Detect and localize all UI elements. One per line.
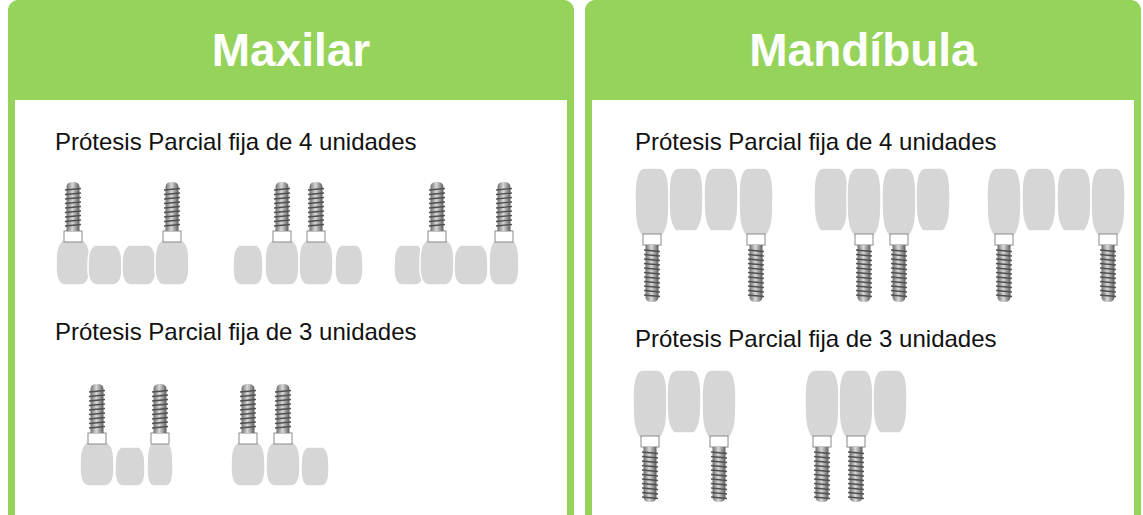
bridge-illustration (805, 370, 907, 502)
pontic-crown (667, 370, 701, 433)
implant-crown (266, 384, 300, 486)
bridge-illustration (80, 384, 173, 486)
pontic-crown (454, 245, 488, 285)
implant-crown (987, 168, 1021, 302)
panel: Mandíbula (585, 0, 1141, 515)
pontic-crown (335, 245, 363, 285)
section-label: Prótesis Parcial fija de 4 unidades (55, 128, 417, 156)
pontic-crown (301, 447, 329, 486)
implant-crown (739, 168, 773, 302)
implant-crown (147, 384, 173, 486)
pontic-crown (873, 370, 907, 433)
bridge-illustration (633, 370, 736, 502)
pontic-crown (814, 168, 848, 231)
panel-title: Maxilar (212, 23, 371, 77)
bridge-illustration (56, 182, 189, 285)
pontic-crown (669, 168, 703, 231)
pontic-crown (704, 168, 738, 231)
pontic-crown (916, 168, 950, 231)
bridge-illustration (814, 168, 950, 302)
panel: Maxilar (8, 0, 574, 515)
implant-crown (847, 168, 881, 302)
pontic-crown (1022, 168, 1056, 231)
bridge-illustration (394, 182, 519, 285)
panel-header: Mandíbula (585, 0, 1141, 100)
implant-crown (635, 168, 669, 302)
bridge-illustration (987, 168, 1125, 302)
pontic-crown (233, 245, 263, 285)
pontic-crown (115, 447, 145, 486)
section-label: Prótesis Parcial fija de 4 unidades (635, 128, 997, 156)
implant-crown (839, 370, 873, 502)
implant-crown (420, 182, 454, 285)
implant-crown (56, 182, 90, 285)
pontic-crown (88, 245, 122, 285)
panel-header: Maxilar (8, 0, 574, 100)
implant-crown (633, 370, 667, 502)
implant-crown (702, 370, 736, 502)
section-label: Prótesis Parcial fija de 3 unidades (55, 318, 417, 346)
implant-crown (805, 370, 839, 502)
implant-crown (299, 182, 333, 285)
section-label: Prótesis Parcial fija de 3 unidades (635, 325, 997, 353)
bridge-illustration (635, 168, 773, 302)
implant-crown (489, 182, 519, 285)
implant-crown (1091, 168, 1125, 302)
implant-crown (265, 182, 299, 285)
panel-title: Mandíbula (749, 23, 976, 77)
implant-crown (155, 182, 189, 285)
pontic-crown (1057, 168, 1091, 231)
implant-crown (231, 384, 265, 486)
bridge-illustration (231, 384, 329, 486)
implant-crown (882, 168, 916, 302)
bridge-illustration (233, 182, 363, 285)
pontic-crown (122, 245, 156, 285)
implant-crown (80, 384, 114, 486)
